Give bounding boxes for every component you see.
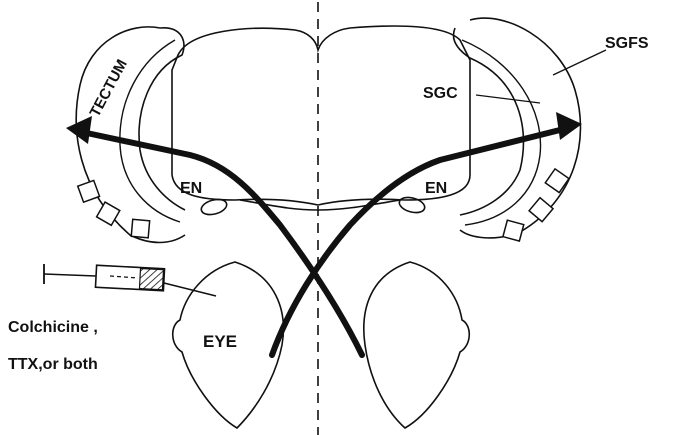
arrowhead-left xyxy=(66,116,92,144)
label-sgc: SGC xyxy=(423,85,458,102)
label-eye: EYE xyxy=(203,332,237,351)
electrode-box xyxy=(529,198,553,222)
brain-outline xyxy=(172,26,470,205)
arrowhead-right xyxy=(556,112,582,140)
label-sgfs: SGFS xyxy=(605,35,649,52)
right-tectum-sgc xyxy=(462,40,541,225)
electrode-box xyxy=(503,220,524,241)
electrode-box xyxy=(545,169,569,193)
en-nucleus-right xyxy=(398,195,427,215)
label-syringe-line2: TTX,or both xyxy=(8,356,98,373)
label-en-right: EN xyxy=(425,180,447,197)
syringe-fluid xyxy=(139,269,163,290)
label-tectum: TECTUM xyxy=(87,57,131,120)
label-syringe-line1: Colchicine , xyxy=(8,319,98,336)
sgc-leader xyxy=(476,95,540,103)
en-nucleus-left xyxy=(200,197,229,217)
syringe-plunger xyxy=(44,274,96,276)
eye-right xyxy=(364,262,469,428)
electrode-box xyxy=(131,219,149,237)
projection-left-eye-to-right-tectum xyxy=(272,128,568,355)
electrode-box xyxy=(78,180,100,202)
label-en-left: EN xyxy=(180,180,202,197)
